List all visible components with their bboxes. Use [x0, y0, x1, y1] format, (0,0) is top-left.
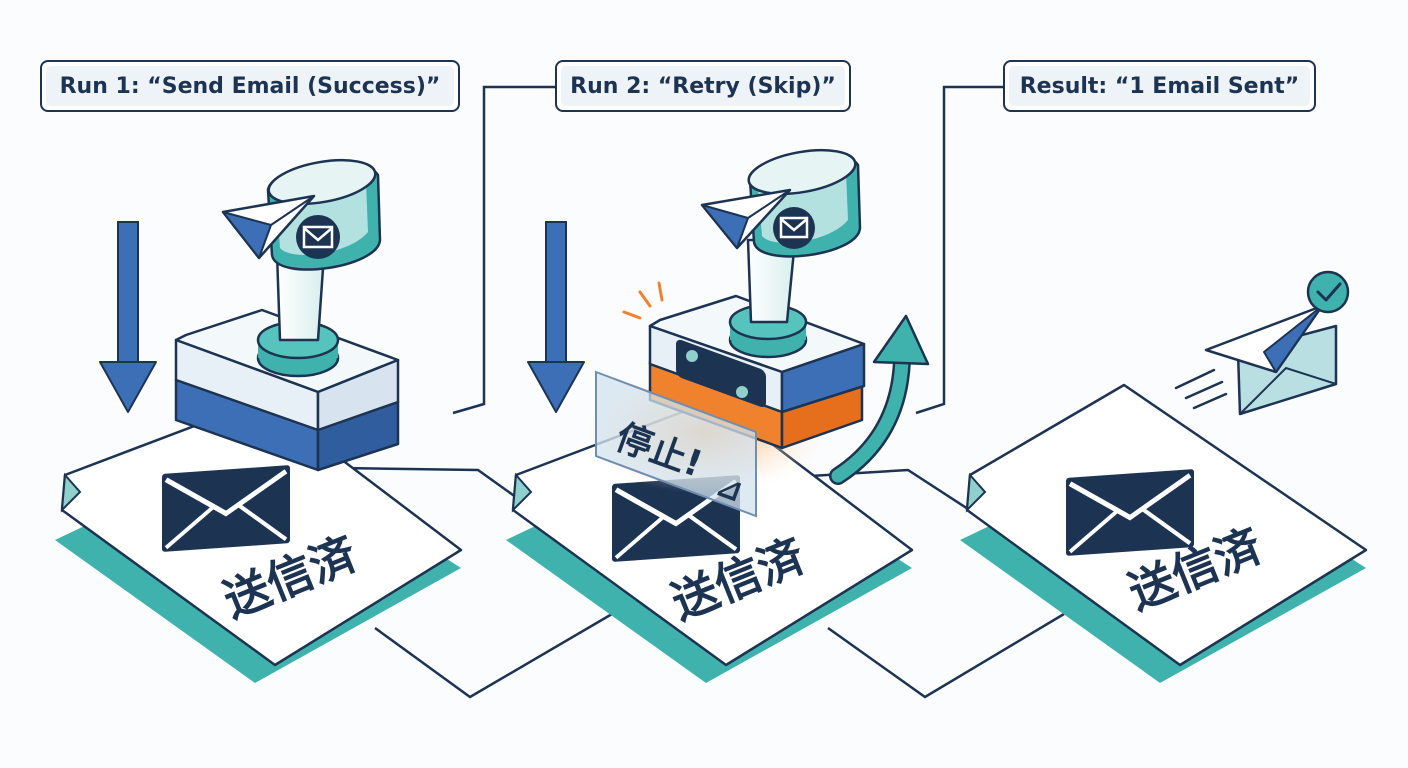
connector-run2-to-paper1	[452, 85, 555, 415]
result-label: Result: “1 Email Sent”	[1003, 60, 1316, 112]
paper-plane-icon	[1204, 304, 1324, 374]
speed-lines	[1174, 368, 1228, 410]
impact-sparks	[622, 281, 664, 320]
run1-label: Run 1: “Send Email (Success)”	[40, 60, 460, 112]
run2-label: Run 2: “Retry (Skip)”	[555, 60, 851, 112]
down-arrow-icon	[99, 221, 157, 413]
run2-label-text: Run 2: “Retry (Skip)”	[570, 73, 836, 99]
down-arrow-icon	[527, 221, 585, 413]
connector-result-to-stamp2	[915, 85, 1003, 415]
stamp-icon	[648, 148, 866, 450]
connector-paper2-to-paper3	[777, 468, 986, 522]
paper-plane-icon	[700, 188, 792, 250]
result-label-text: Result: “1 Email Sent”	[1019, 73, 1300, 99]
envelope-icon	[162, 465, 290, 552]
return-arrow-icon	[829, 314, 930, 485]
envelope-icon	[1066, 469, 1194, 556]
run1-label-text: Run 1: “Send Email (Success)”	[59, 73, 441, 99]
checkmark-icon	[1306, 270, 1350, 314]
stamp-icon	[174, 158, 400, 472]
connector-paper1-bottom	[374, 612, 613, 699]
connector-lines	[339, 85, 1065, 699]
connector-paper2-bottom	[827, 612, 1065, 699]
paper-plane-icon	[221, 194, 316, 260]
